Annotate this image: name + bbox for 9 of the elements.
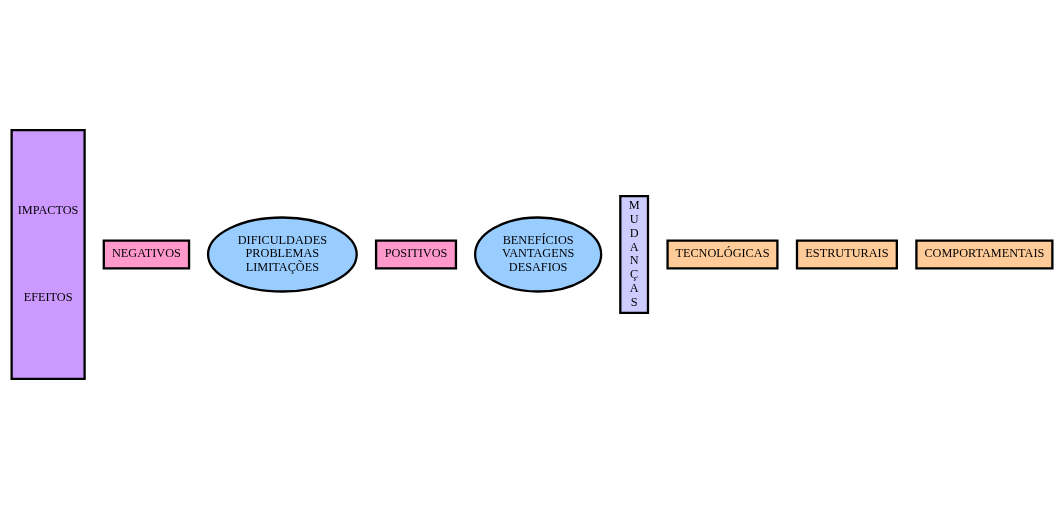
node-box: TECNOLÓGICAS xyxy=(666,239,779,269)
node-box: COMPORTAMENTAIS xyxy=(915,239,1054,269)
node-box: NEGATIVOS xyxy=(102,239,191,269)
node-box: POSITIVOS xyxy=(374,239,458,269)
node-box: ESTRUTURAIS xyxy=(795,239,898,269)
node-box: IMPACTOS EFEITOS xyxy=(10,128,86,380)
node-box: MUDANÇAS xyxy=(619,194,650,314)
node-ellipse: BENEFÍCIOS VANTAGENS DESAFIOS xyxy=(473,215,603,293)
node-ellipse: DIFICULDADES PROBLEMAS LIMITAÇÕES xyxy=(206,215,358,293)
